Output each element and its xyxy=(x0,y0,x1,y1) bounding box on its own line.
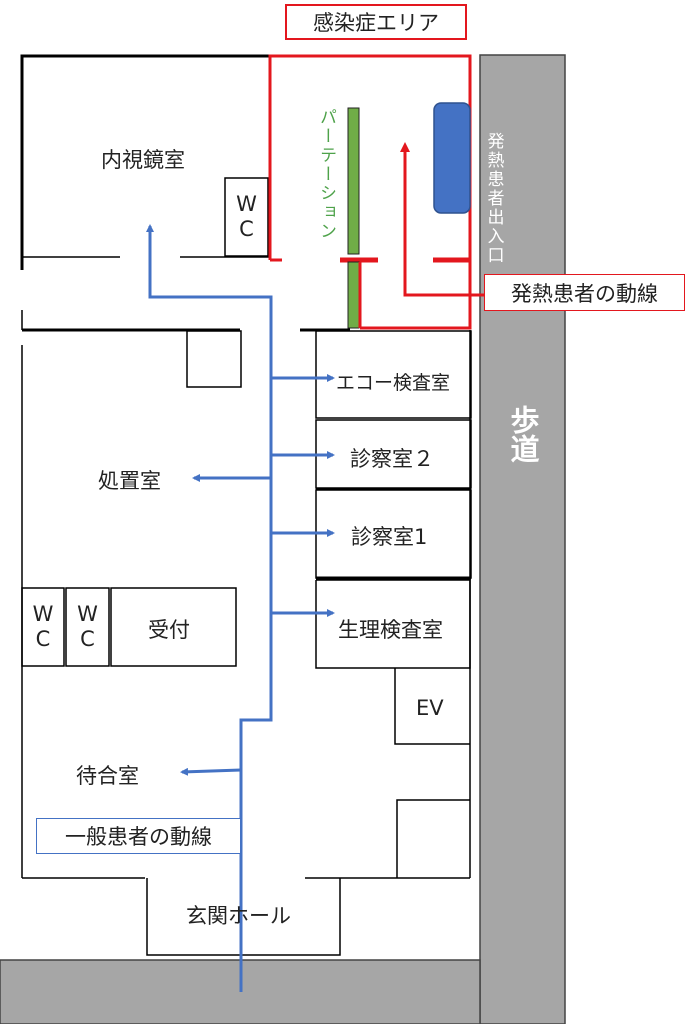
waiting-room-label: 待合室 xyxy=(76,764,139,788)
exam1-room-label: 診察室1 xyxy=(351,525,428,549)
entrance-hall-label: 玄関ホール xyxy=(186,904,291,928)
wc-right-label: W C xyxy=(66,602,109,652)
infection-area-boundary xyxy=(268,54,472,330)
physio-room-label: 生理検査室 xyxy=(338,618,443,642)
wc-right-w: W xyxy=(77,602,98,626)
exam2-room-label: 診察室２ xyxy=(350,447,434,471)
fever-entrance-label: 発熱患者出入口 xyxy=(483,132,504,270)
storage-room xyxy=(396,799,470,878)
sidewalk-text: 歩道 xyxy=(506,405,540,463)
wc-left-w: W xyxy=(32,602,54,626)
fever-entrance-text: 発熱患者出入口 xyxy=(483,132,504,265)
sidewalk-label: 歩道 xyxy=(506,405,540,468)
fever-flow-label: 発熱患者の動線 xyxy=(484,274,685,311)
reception-label: 受付 xyxy=(148,618,190,642)
entrance-hall xyxy=(146,878,341,956)
physio-room xyxy=(315,579,471,669)
wc-right-c: C xyxy=(80,627,95,651)
cabinet-box xyxy=(186,330,242,388)
wc-left-c: C xyxy=(35,627,51,651)
infection-area-label: 感染症エリア xyxy=(285,4,467,40)
walls xyxy=(20,54,471,879)
endoscopy-room-label: 内視鏡室 xyxy=(101,148,185,172)
wc-left-label: W C xyxy=(22,602,64,652)
echo-room xyxy=(315,330,472,419)
fever-pod xyxy=(433,102,471,214)
echo-room-label: エコー検査室 xyxy=(336,372,451,394)
partition-lower xyxy=(347,261,360,329)
fever-flow-line xyxy=(400,142,484,297)
partition-upper xyxy=(347,107,360,255)
treatment-room-label: 処置室 xyxy=(98,469,161,493)
sidewalk-road xyxy=(479,54,566,1024)
general-flow-lines xyxy=(146,224,335,992)
wc-top-w: W xyxy=(236,192,257,216)
partition-char: パーテーション xyxy=(316,108,336,241)
partition-label: パーテーション xyxy=(316,108,336,246)
wc-right-box xyxy=(65,587,110,667)
reception-box xyxy=(110,587,237,667)
wc-top-box xyxy=(224,177,269,257)
ev-label: EV xyxy=(416,696,444,720)
wc-top-label: W C xyxy=(225,192,268,242)
ev-room xyxy=(394,668,470,745)
wc-left-box xyxy=(21,587,65,667)
wc-top-c: C xyxy=(239,217,254,241)
general-flow-label: 一般患者の動線 xyxy=(36,818,241,854)
